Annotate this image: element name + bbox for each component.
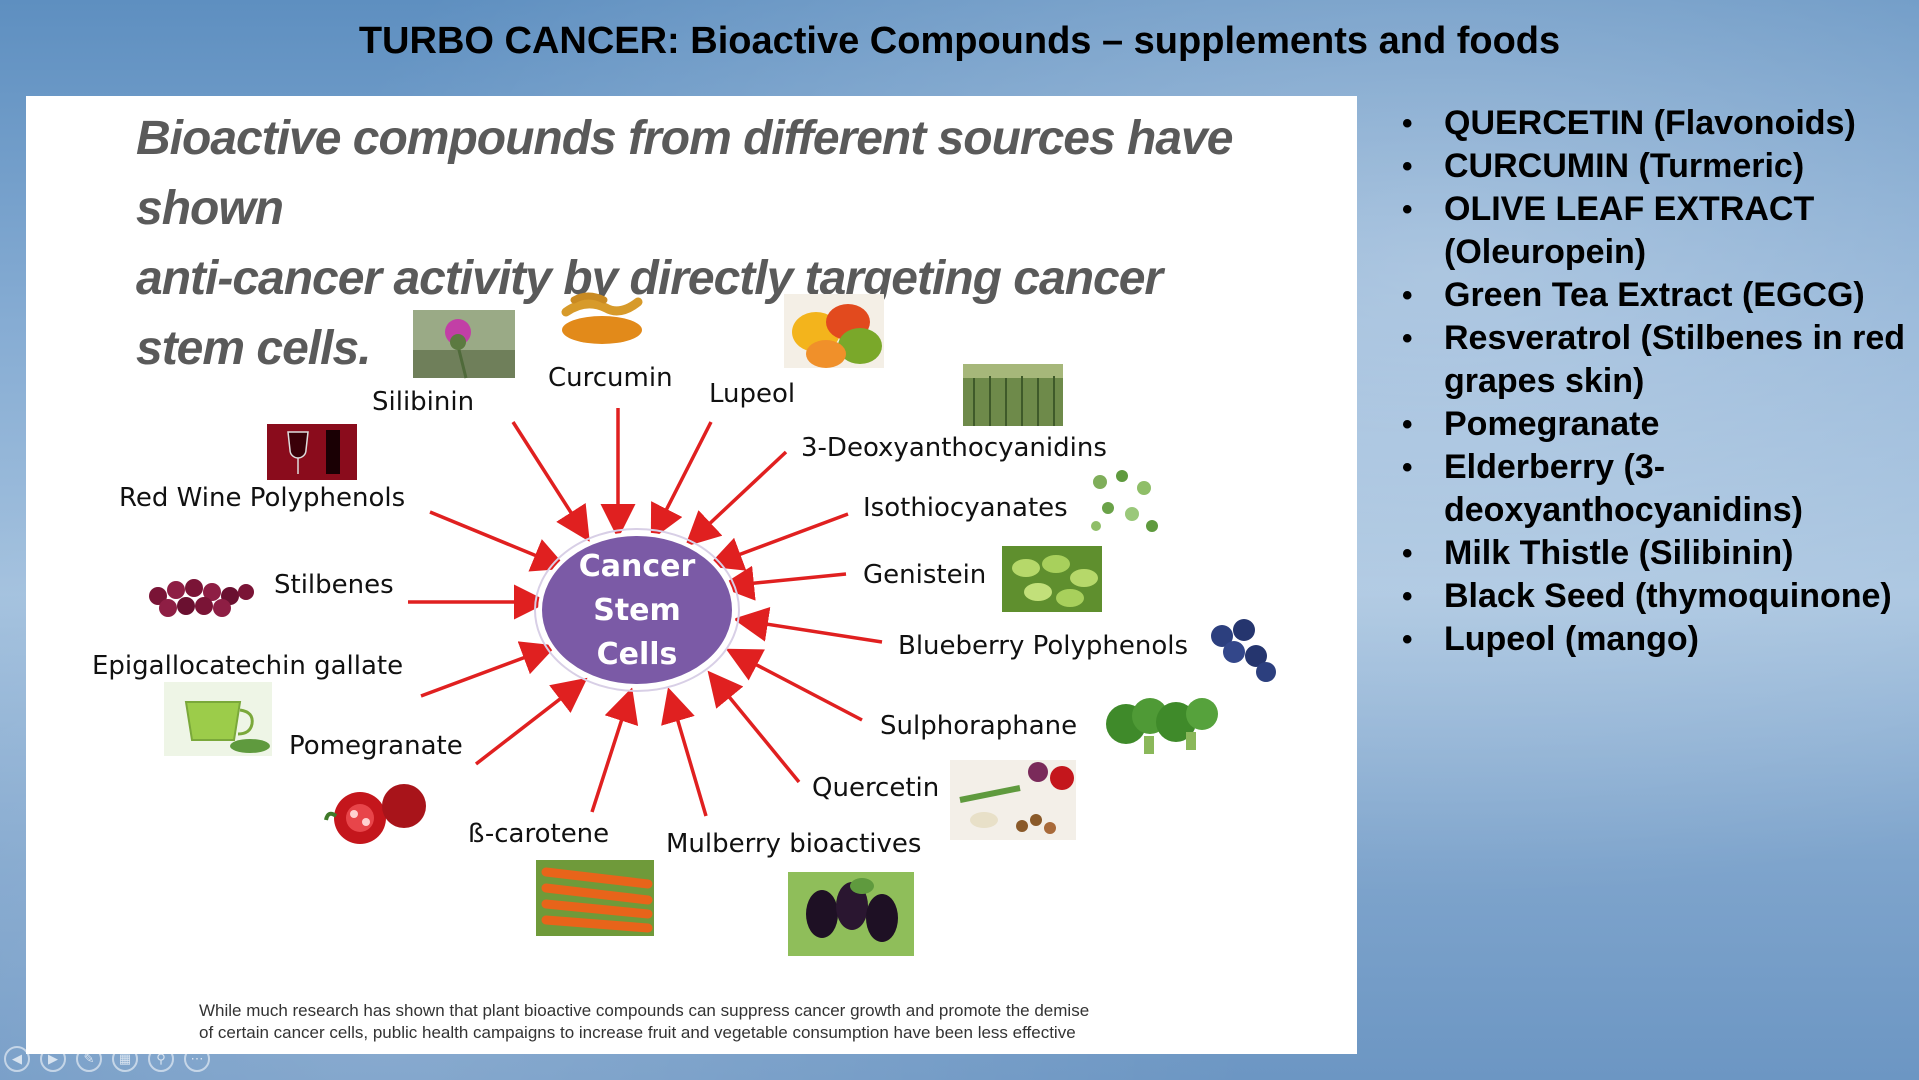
bullet-item: Green Tea Extract (EGCG) [1398, 274, 1908, 317]
arrow-silibinin [511, 421, 590, 542]
label-blueberry: Blueberry Polyphenols [898, 631, 1188, 661]
label-red-wine: Red Wine Polyphenols [119, 483, 405, 513]
arrow-lupeol [650, 421, 713, 541]
center-line1: Cancer [579, 549, 696, 584]
next-icon[interactable]: ▶ [40, 1046, 66, 1072]
carrots-image [536, 860, 654, 936]
label-silibinin: Silibinin [372, 387, 474, 417]
label-egcg: Epigallocatechin gallate [92, 651, 403, 681]
bullet-item: CURCUMIN (Turmeric) [1398, 145, 1908, 188]
cress-image [1084, 462, 1164, 536]
arrow-carotene [590, 687, 639, 813]
arrow-sulphoraphane [725, 648, 863, 722]
presentation-controls: ◀ ▶ ✎ ▦ ⚲ ⋯ [4, 1046, 210, 1072]
pen-icon[interactable]: ✎ [76, 1046, 102, 1072]
slides-icon[interactable]: ▦ [112, 1046, 138, 1072]
figure-panel: Bioactive compounds from different sourc… [26, 96, 1357, 1054]
pomegranate-image [324, 784, 426, 844]
vegetables-image [950, 760, 1076, 840]
arrow-quercetin [707, 670, 801, 784]
label-deoxyanthocyanidins: 3-Deoxyanthocyanidins [801, 433, 1107, 463]
zoom-icon[interactable]: ⚲ [148, 1046, 174, 1072]
bullet-item: Milk Thistle (Silibinin) [1398, 532, 1908, 575]
figure-heading: Bioactive compounds from different sourc… [136, 104, 1266, 384]
soybean-image [1002, 546, 1102, 612]
figure-heading-line2: anti-cancer activity by directly targeti… [136, 252, 1163, 375]
mango-image [784, 294, 884, 368]
label-isothiocyanates: Isothiocyanates [863, 493, 1068, 523]
arrow-deoxyanthocyanidins [684, 450, 788, 547]
cancer-stem-cells-circle [538, 532, 736, 688]
caption-line2: of certain cancer cells, public health c… [199, 1023, 1076, 1042]
bullet-item: Elderberry (3-deoxyanthocyanidins) [1398, 446, 1908, 532]
slide-title: TURBO CANCER: Bioactive Compounds – supp… [358, 20, 1561, 62]
arrow-blueberry [733, 606, 883, 644]
cancer-stem-cell-diagram: Cancer Stem Cells Silibinin Curcumin Lup… [92, 292, 1276, 956]
grapes-image [149, 579, 254, 617]
arrow-genistein [719, 565, 847, 601]
figure-heading-line1: Bioactive compounds from different sourc… [136, 112, 1233, 235]
label-quercetin: Quercetin [812, 773, 939, 803]
label-genistein: Genistein [863, 560, 986, 590]
arrow-isothiocyanates [707, 512, 849, 571]
arrow-red-wine [429, 510, 568, 572]
bullet-item: QUERCETIN (Flavonoids) [1398, 102, 1908, 145]
bullet-item: Lupeol (mango) [1398, 618, 1908, 661]
bullet-item: Black Seed (thymoquinone) [1398, 575, 1908, 618]
mulberry-image [788, 872, 914, 956]
bullet-list: QUERCETIN (Flavonoids) CURCUMIN (Turmeri… [1398, 102, 1908, 661]
arrow-egcg [420, 641, 557, 698]
label-stilbenes: Stilbenes [274, 570, 394, 600]
caption-line1: While much research has shown that plant… [199, 1001, 1090, 1020]
label-lupeol: Lupeol [709, 379, 795, 409]
prev-icon[interactable]: ◀ [4, 1046, 30, 1072]
center-line3: Cells [597, 637, 678, 672]
blueberry-image [1211, 619, 1276, 682]
label-pomegranate: Pomegranate [289, 731, 463, 761]
center-line2: Stem [593, 593, 681, 628]
more-icon[interactable]: ⋯ [184, 1046, 210, 1072]
turmeric-image [561, 292, 643, 344]
bullet-item: OLIVE LEAF EXTRACT (Oleuropein) [1398, 188, 1908, 274]
green-tea-image [164, 682, 272, 756]
arrows [408, 408, 883, 817]
red-wine-image [267, 424, 357, 480]
label-sulphoraphane: Sulphoraphane [880, 711, 1077, 741]
figure-caption: While much research has shown that plant… [199, 1000, 1209, 1044]
bullet-item: Pomegranate [1398, 403, 1908, 446]
sorghum-image [963, 364, 1063, 426]
thistle-image [413, 310, 515, 379]
broccoli-image [1106, 698, 1218, 754]
arrow-pomegranate [474, 677, 588, 766]
bullet-item: Resveratrol (Stilbenes in red grapes ski… [1398, 317, 1908, 403]
arrow-mulberry [661, 687, 708, 817]
label-carotene: ß-carotene [468, 819, 609, 849]
label-mulberry: Mulberry bioactives [666, 829, 921, 859]
label-curcumin: Curcumin [548, 363, 673, 393]
